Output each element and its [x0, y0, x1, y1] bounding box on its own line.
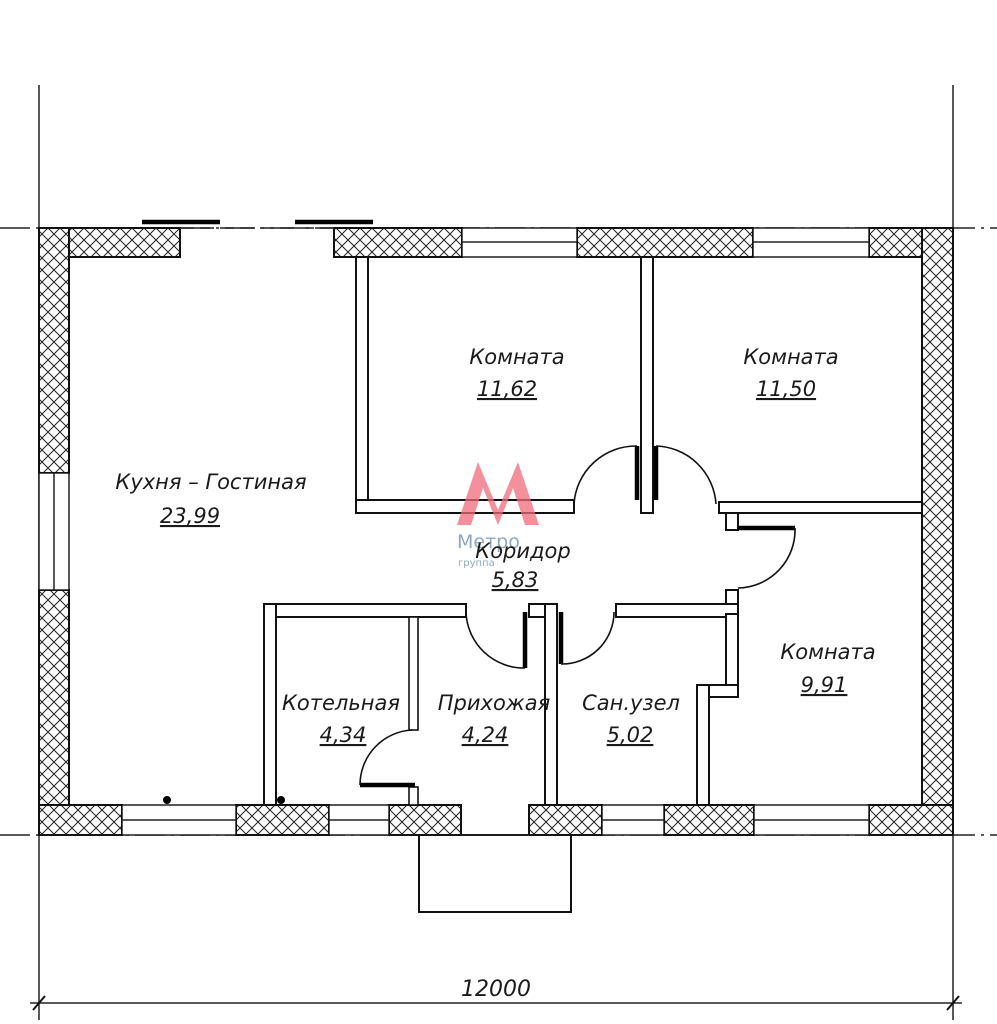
hall-area: 4,24	[462, 723, 509, 747]
exterior-walls	[38, 227, 954, 836]
watermark-brand: Метро	[457, 531, 520, 553]
hall-name: Прихожая	[438, 691, 550, 715]
logo-mark	[457, 462, 539, 525]
room3-area: 9,91	[801, 673, 848, 697]
watermark-logo: Метро группа	[457, 462, 539, 569]
doors	[163, 445, 796, 804]
dimension-label: 12000	[461, 977, 531, 1002]
room-kitchen-name: Кухня – Гостиная	[115, 470, 306, 494]
boiler-name: Котельная	[282, 691, 400, 715]
watermark-subtitle: группа	[458, 558, 495, 569]
interior-walls	[263, 256, 923, 806]
bath-name: Сан.узел	[582, 691, 680, 715]
boiler-area: 4,34	[320, 723, 367, 747]
windows	[38, 219, 870, 836]
corridor-name: Коридор	[475, 539, 570, 563]
room1-area: 11,62	[477, 377, 537, 401]
porch	[418, 834, 572, 913]
corridor-area: 5,83	[492, 568, 539, 592]
dimension-line	[30, 995, 962, 1011]
room3-name: Комната	[780, 640, 875, 664]
room2-name: Комната	[743, 345, 838, 369]
room1-name: Комната	[469, 345, 564, 369]
room2-area: 11,50	[756, 377, 816, 401]
bath-area: 5,02	[607, 723, 654, 747]
room-kitchen-area: 23,99	[160, 504, 220, 528]
